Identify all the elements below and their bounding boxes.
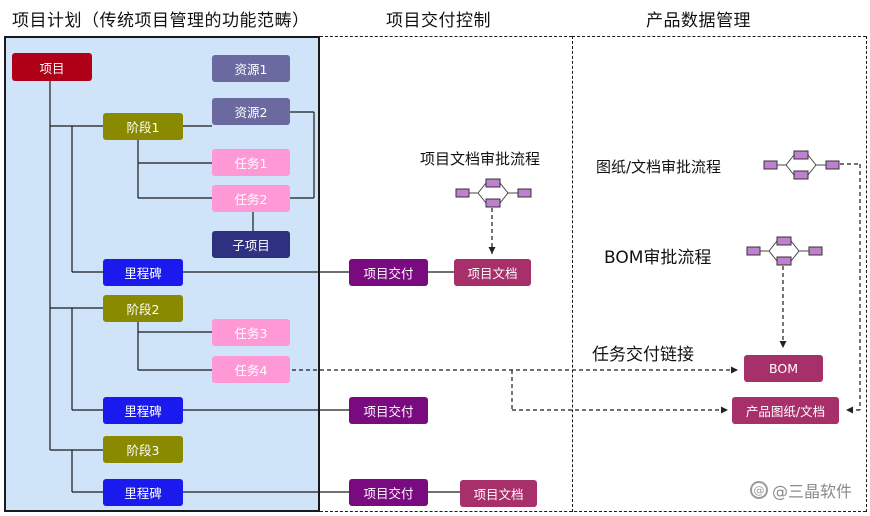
- delivery-region-bottom-border: [320, 511, 866, 512]
- doc-approval-flow-icon: [455, 178, 532, 208]
- doc-approval-label: 项目文档审批流程: [420, 150, 541, 168]
- document3-node[interactable]: 项目文档: [460, 480, 537, 507]
- stage3-node[interactable]: 阶段3: [103, 436, 183, 463]
- pdm-region-right-border: [866, 36, 867, 512]
- deliverable1-node[interactable]: 项目交付: [349, 259, 428, 286]
- drawing-doc-node[interactable]: 产品图纸/文档: [732, 397, 839, 424]
- deliverable2-node[interactable]: 项目交付: [349, 397, 428, 424]
- drawing-approval-label: 图纸/文档审批流程: [596, 158, 722, 176]
- document1-node[interactable]: 项目文档: [454, 259, 531, 286]
- weibo-at-icon: @: [749, 481, 768, 499]
- region-divider: [572, 36, 573, 512]
- task3-node[interactable]: 任务3: [212, 319, 290, 346]
- resource1-node[interactable]: 资源1: [212, 55, 290, 82]
- deliverable3-node[interactable]: 项目交付: [349, 479, 428, 506]
- bom-approval-flow-icon: [746, 236, 823, 266]
- watermark: @ @三晶软件: [749, 478, 852, 502]
- task2-node[interactable]: 任务2: [212, 185, 290, 212]
- resource2-node[interactable]: 资源2: [212, 98, 290, 125]
- project-node[interactable]: 项目: [12, 53, 92, 81]
- delivery-region-top-border: [320, 36, 572, 37]
- milestone3-node[interactable]: 里程碑: [103, 479, 183, 506]
- milestone2-node[interactable]: 里程碑: [103, 397, 183, 424]
- task-link-label: 任务交付链接: [592, 345, 694, 365]
- task1-node[interactable]: 任务1: [212, 149, 290, 176]
- subproject-node[interactable]: 子项目: [212, 231, 290, 258]
- stage1-node[interactable]: 阶段1: [103, 113, 183, 140]
- milestone1-node[interactable]: 里程碑: [103, 259, 183, 286]
- stage2-node[interactable]: 阶段2: [103, 295, 183, 322]
- bom-approval-label: BOM审批流程: [604, 248, 712, 268]
- watermark-text: @三晶软件: [771, 482, 852, 501]
- delivery-section-title: 项目交付控制: [386, 11, 491, 31]
- pdm-region-top-border: [572, 36, 866, 37]
- pdm-section-title: 产品数据管理: [646, 11, 751, 31]
- task4-node[interactable]: 任务4: [212, 356, 290, 383]
- drawing-approval-flow-icon: [763, 150, 840, 180]
- bom-node[interactable]: BOM: [744, 355, 823, 382]
- plan-section-title: 项目计划（传统项目管理的功能范畴）: [12, 11, 310, 31]
